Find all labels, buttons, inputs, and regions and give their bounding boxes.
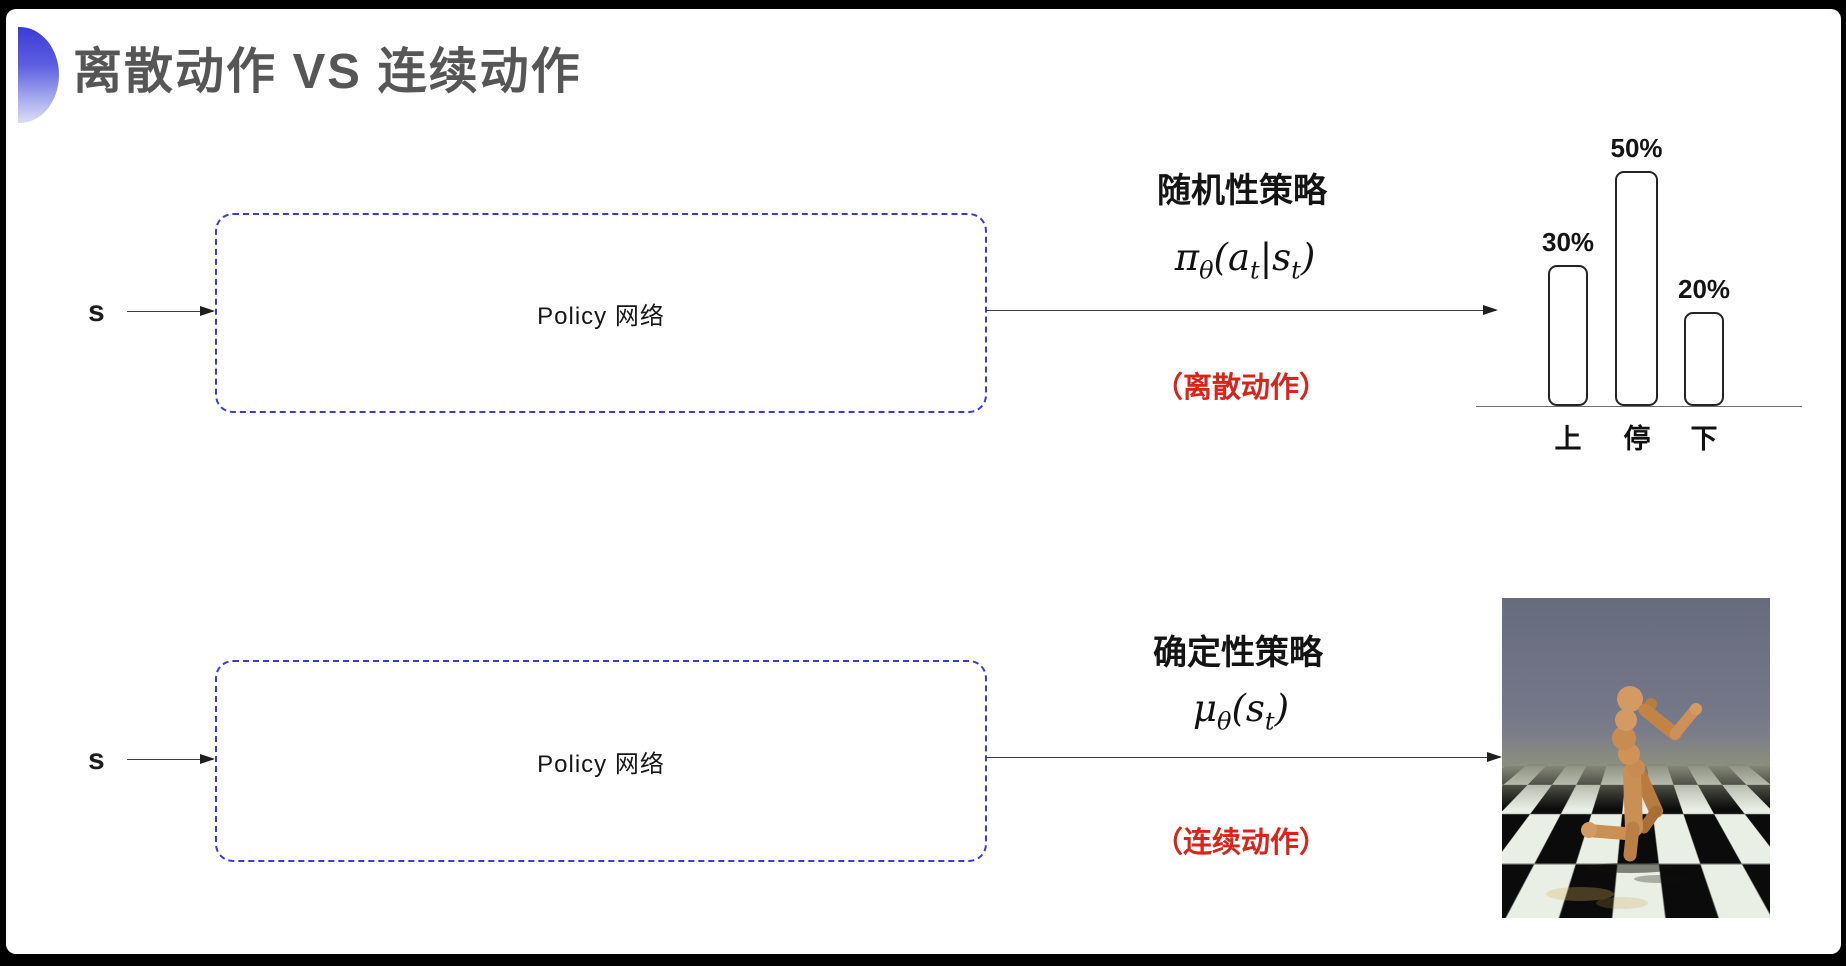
state-input-label: s <box>88 295 105 329</box>
policy-formula: πθ(at|st) <box>1085 236 1405 284</box>
policy-formula: μθ(st) <box>1081 687 1401 735</box>
bar-column: 30% <box>1548 227 1588 406</box>
bar-up <box>1548 265 1588 406</box>
policy-network-label: Policy 网络 <box>537 744 665 779</box>
page-title: 离散动作 VS 连续动作 <box>73 32 582 103</box>
chart-category-labels: 上 停 下 <box>1476 417 1802 457</box>
bar-value-label: 50% <box>1610 133 1662 164</box>
output-arrow <box>986 757 1500 758</box>
input-arrow <box>127 311 213 312</box>
bar-column: 20% <box>1684 274 1724 406</box>
category-stop: 停 <box>1624 417 1651 456</box>
bar-stop <box>1615 171 1658 406</box>
bar-value-label: 20% <box>1678 274 1730 305</box>
action-probability-chart: 30% 50% 20% <box>1476 166 1802 406</box>
output-arrow <box>986 310 1496 311</box>
bar-column: 50% <box>1615 133 1658 406</box>
title-ornament-icon <box>18 27 59 123</box>
action-type-note: （连续动作） <box>1081 819 1401 861</box>
policy-type-heading: 随机性策略 <box>1082 163 1402 212</box>
humanoid-image <box>1502 598 1770 918</box>
state-input-label: s <box>88 743 105 777</box>
policy-type-heading: 确定性策略 <box>1078 625 1398 674</box>
action-type-note: （离散动作） <box>1081 364 1401 406</box>
bar-down <box>1684 312 1724 406</box>
policy-network-box: Policy 网络 <box>215 213 987 413</box>
humanoid-figure <box>1502 598 1770 918</box>
category-down: 下 <box>1691 417 1718 456</box>
category-up: 上 <box>1555 417 1582 456</box>
input-arrow <box>127 759 213 760</box>
policy-network-box: Policy 网络 <box>215 660 987 862</box>
policy-network-label: Policy 网络 <box>537 296 665 331</box>
bar-value-label: 30% <box>1542 227 1594 258</box>
chart-axis-line <box>1476 406 1802 408</box>
